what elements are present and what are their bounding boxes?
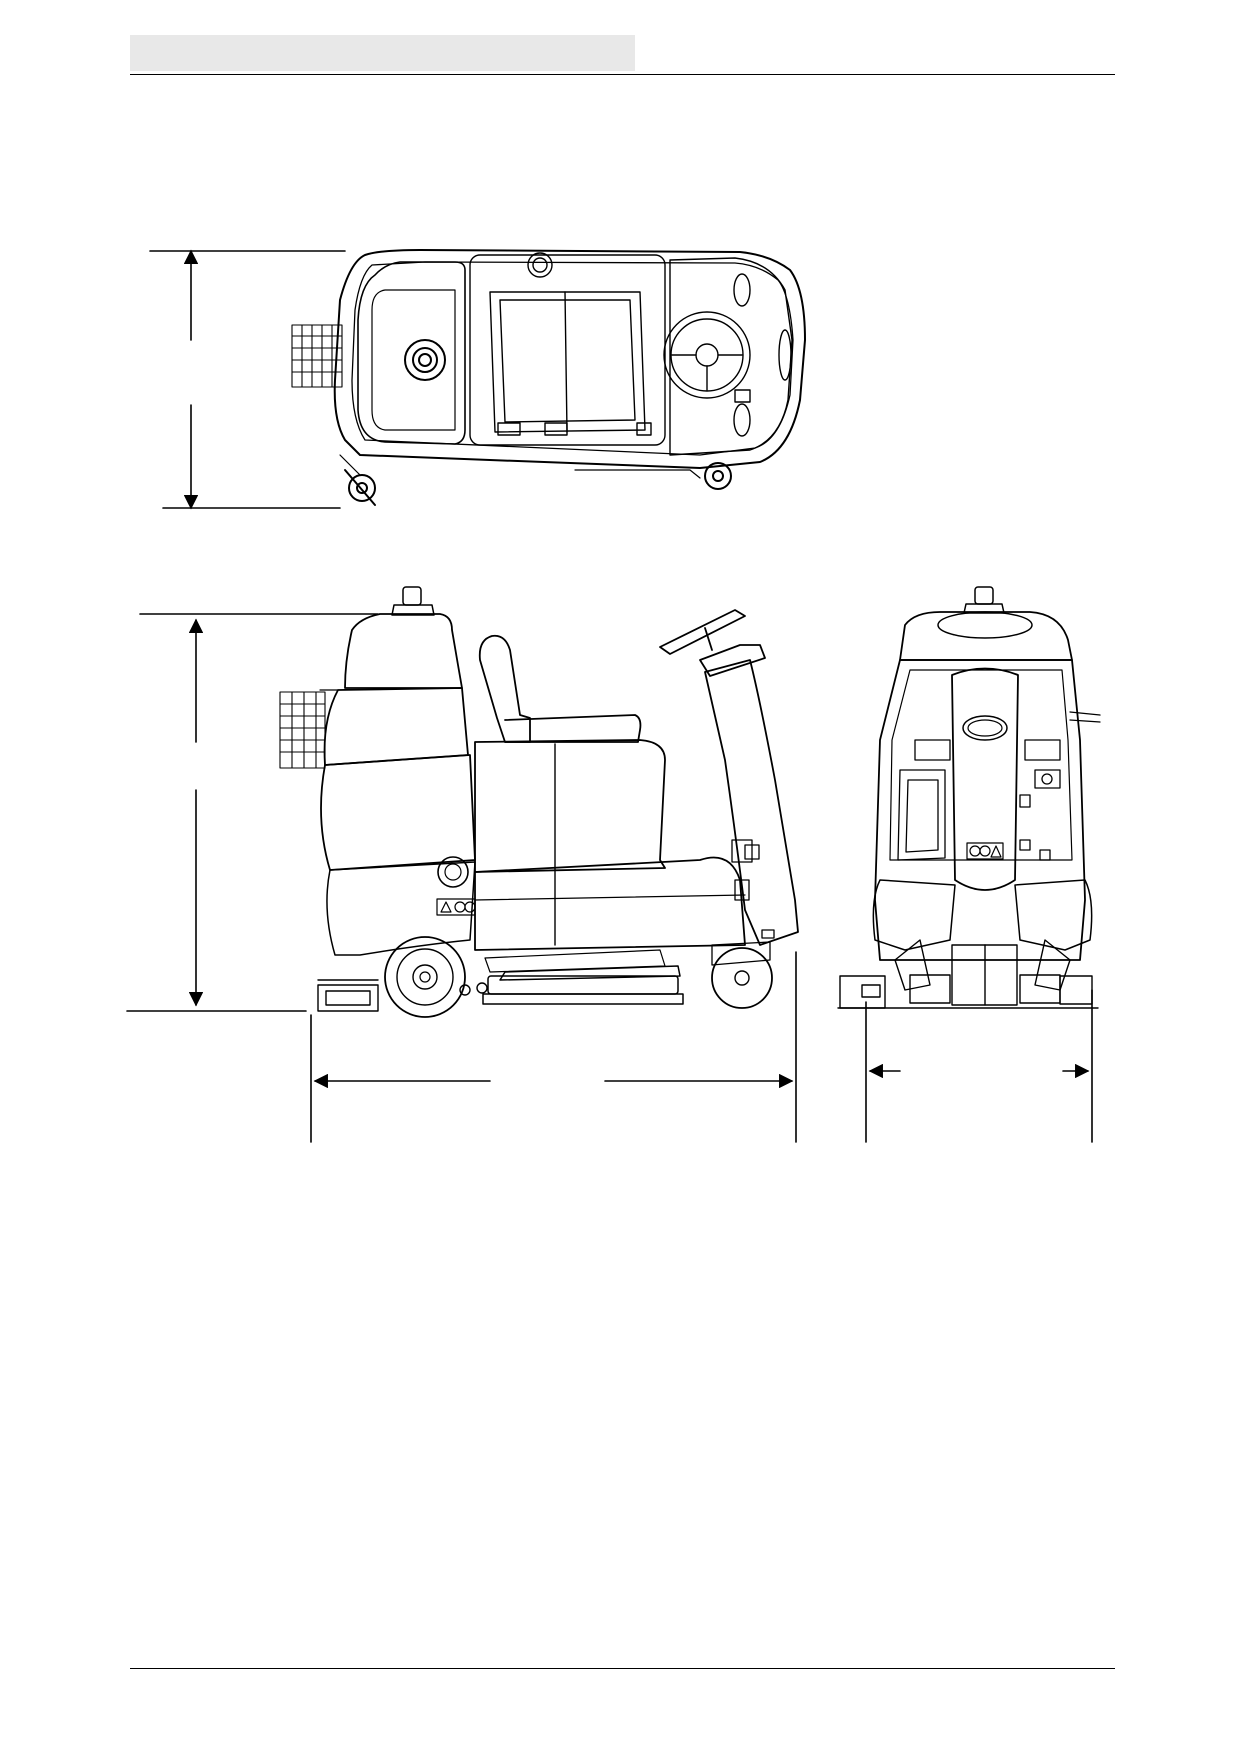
front-steering-wheel xyxy=(937,611,1033,639)
side-top-cap xyxy=(391,586,435,616)
front-view xyxy=(837,586,1101,1143)
no-symbol-icon xyxy=(454,901,466,913)
side-squeegee xyxy=(317,979,488,1012)
top-body-outline xyxy=(333,249,806,469)
side-front-wheel xyxy=(711,941,773,1009)
warning-triangle-icon xyxy=(440,901,452,913)
footer-rule xyxy=(130,1668,1115,1669)
top-console xyxy=(663,257,793,456)
top-recovery-tank xyxy=(357,261,466,445)
top-wheels xyxy=(339,454,732,506)
side-view xyxy=(126,586,799,1143)
top-basket xyxy=(291,324,343,388)
side-rear-wheel xyxy=(384,936,466,1018)
top-view-dimension xyxy=(149,249,346,510)
side-main-body xyxy=(474,739,666,873)
header-rule xyxy=(130,74,1115,75)
side-steering-column xyxy=(659,609,799,946)
front-width-dimension xyxy=(865,989,1093,1143)
side-basket xyxy=(279,691,326,769)
side-recovery-tank xyxy=(344,613,463,689)
side-warning-label xyxy=(436,898,476,916)
side-seat xyxy=(478,634,642,743)
front-warning-label xyxy=(966,842,1004,860)
side-height-dimension xyxy=(126,613,379,1012)
front-top-housing xyxy=(899,611,1073,661)
top-steering-wheel xyxy=(663,311,751,399)
side-length-dimension xyxy=(310,951,797,1143)
front-undercarriage xyxy=(837,939,1099,1009)
header-band xyxy=(130,35,635,71)
top-view xyxy=(149,249,806,510)
top-seat-area xyxy=(469,252,666,446)
side-steering-wheel xyxy=(659,609,746,655)
top-fill-cap xyxy=(404,339,446,381)
front-center-column xyxy=(951,667,1019,891)
side-fill-cap xyxy=(437,856,469,888)
side-scrub-deck xyxy=(482,949,684,1005)
